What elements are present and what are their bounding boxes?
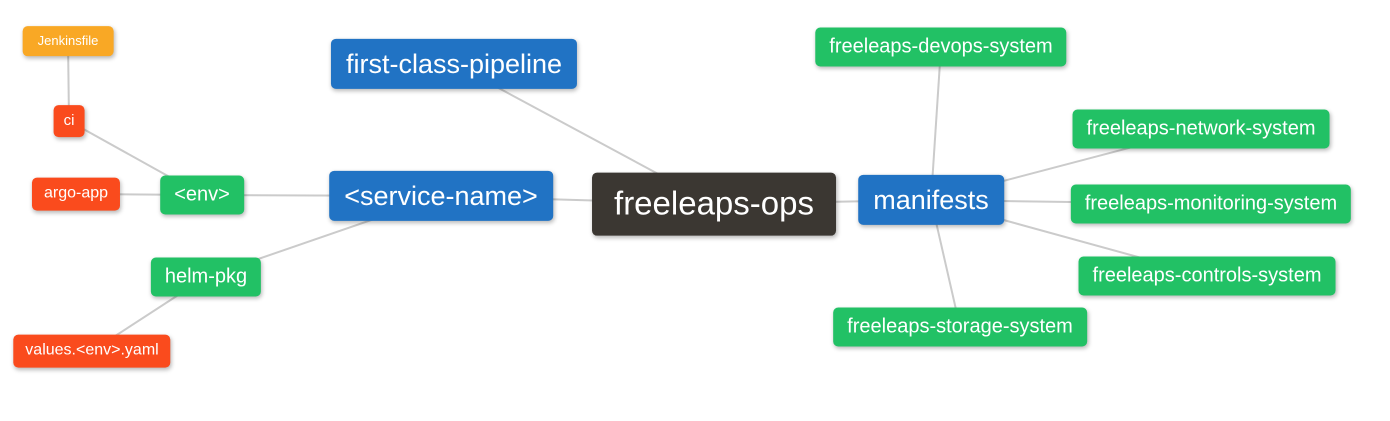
edge-manifests-devops-system [930, 46, 942, 201]
node-argo-app[interactable]: argo-app [31, 177, 121, 211]
node-ci[interactable]: ci [53, 105, 85, 137]
node-storage-system[interactable]: freeleaps-storage-system [833, 307, 1087, 347]
node-monitoring-system[interactable]: freeleaps-monitoring-system [1070, 184, 1352, 224]
node-helm-pkg[interactable]: helm-pkg [150, 257, 262, 297]
node-service-name[interactable]: <service-name> [329, 170, 553, 222]
node-first-class-pipeline[interactable]: first-class-pipeline [330, 38, 578, 90]
node-devops-system[interactable]: freeleaps-devops-system [815, 27, 1067, 67]
node-values-env-yaml[interactable]: values.<env>.yaml [13, 334, 171, 368]
node-jenkinsfile[interactable]: Jenkinsfile [22, 26, 114, 56]
node-env[interactable]: <env> [160, 175, 244, 215]
node-freeleaps-ops[interactable]: freeleaps-ops [592, 172, 836, 236]
node-network-system[interactable]: freeleaps-network-system [1072, 109, 1330, 149]
node-controls-system[interactable]: freeleaps-controls-system [1078, 256, 1336, 296]
node-manifests[interactable]: manifests [858, 174, 1004, 226]
